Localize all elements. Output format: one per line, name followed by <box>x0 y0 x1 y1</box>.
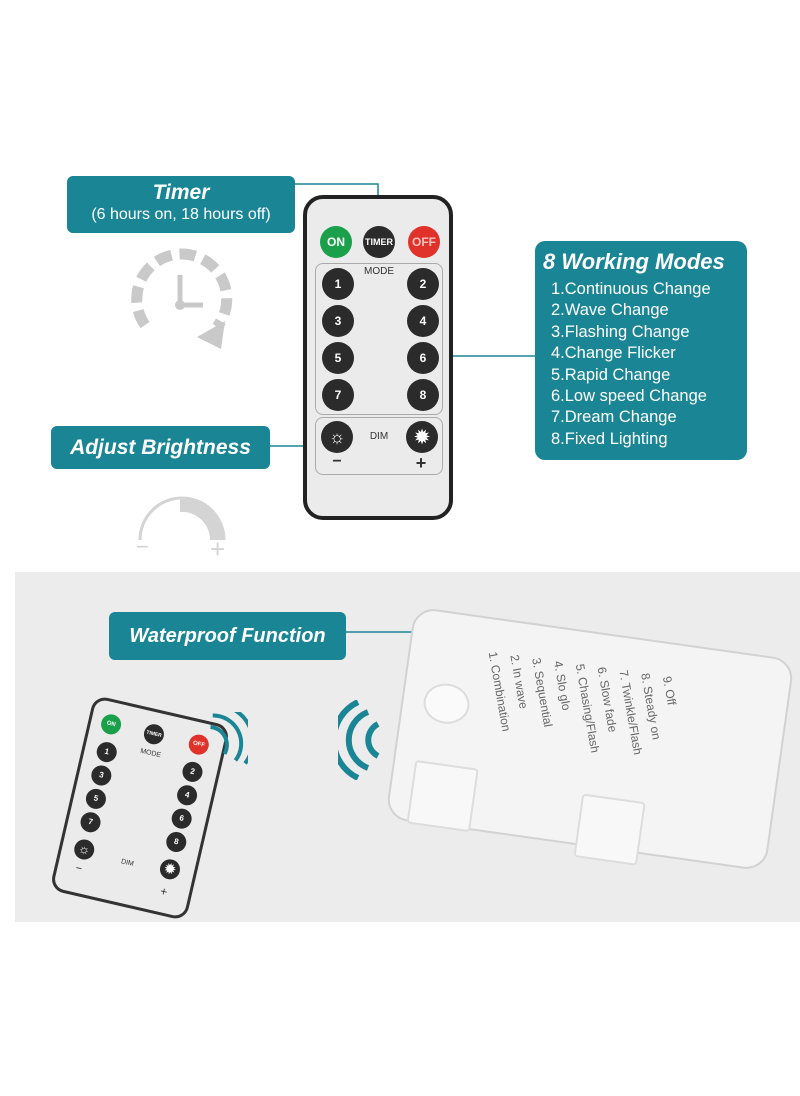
mode-item: 1.Continuous Change <box>551 280 711 298</box>
small-mode-button-2: 2 <box>180 759 205 784</box>
brightness-dial-icon: − + <box>136 496 226 560</box>
wireless-signal-icon <box>338 700 380 780</box>
timer-title: Timer <box>152 181 210 204</box>
small-mode-button-1: 1 <box>94 740 119 765</box>
mode-item: 6.Low speed Change <box>551 387 707 406</box>
dial-minus-label: − <box>136 534 149 559</box>
mode-item: 2.Wave Change <box>551 301 669 320</box>
mode-item: 4.Change Flicker <box>551 344 676 363</box>
box-mode-line: 4. Slo glo <box>551 659 574 712</box>
dim-plus-label: + <box>415 453 427 473</box>
mode-button-7[interactable]: 7 <box>322 379 354 411</box>
small-dim-plus-label: + <box>158 883 169 900</box>
small-mode-button-8: 8 <box>164 830 189 855</box>
sun-filled-icon: ✹ <box>414 427 430 447</box>
box-mode-line: 2. In wave <box>507 653 531 710</box>
small-dim-label: DIM <box>120 858 135 868</box>
on-button[interactable]: ON <box>320 226 352 258</box>
dial-plus-label: + <box>210 534 225 560</box>
mode-item: 7.Dream Change <box>551 408 677 427</box>
mode-item: 8.Fixed Lighting <box>551 429 668 448</box>
small-mode-button-3: 3 <box>89 763 114 788</box>
small-timer-button: TIMER <box>141 722 166 747</box>
mode-button-6[interactable]: 6 <box>407 342 439 374</box>
dim-label: DIM <box>369 431 389 442</box>
waterproof-callout: Waterproof Function <box>109 612 346 660</box>
small-mode-button-6: 6 <box>169 806 194 831</box>
working-modes-callout: 8 Working Modes 1.Continuous Change 2.Wa… <box>535 241 747 460</box>
small-mode-button-5: 5 <box>83 786 108 811</box>
dim-panel <box>315 417 443 475</box>
mode-button-3[interactable]: 3 <box>322 305 354 337</box>
box-mode-line: 6. Slow fade <box>594 665 620 734</box>
mode-label: MODE <box>364 266 394 277</box>
small-mode-button-4: 4 <box>175 783 200 808</box>
small-sun-outline-icon: ☼ <box>72 837 97 862</box>
sun-outline-icon: ☼ <box>328 427 346 447</box>
dim-up-button[interactable]: ✹ <box>406 421 438 453</box>
mode-button-5[interactable]: 5 <box>322 342 354 374</box>
timer-button[interactable]: TIMER <box>363 226 395 258</box>
mode-item: 5.Rapid Change <box>551 365 671 384</box>
mode-button-1[interactable]: 1 <box>322 268 354 300</box>
battery-box-clip-left <box>406 759 479 833</box>
timer-callout: Timer (6 hours on, 18 hours off) <box>67 176 295 233</box>
small-mode-button-7: 7 <box>78 810 103 835</box>
clock-icon <box>131 248 233 349</box>
wireless-signal-icon <box>210 712 248 765</box>
mode-button-4[interactable]: 4 <box>407 305 439 337</box>
small-sun-filled-icon: ✹ <box>157 857 182 882</box>
off-button[interactable]: OFF <box>408 226 440 258</box>
small-mode-label: MODE <box>139 747 162 760</box>
remote-control: ON TIMER OFF MODE 1 2 3 4 5 6 7 8 ☼ ✹ DI… <box>303 195 453 520</box>
mode-button-2[interactable]: 2 <box>407 268 439 300</box>
mode-item: 3.Flashing Change <box>551 322 690 341</box>
timer-subtitle: (6 hours on, 18 hours off) <box>91 206 271 223</box>
small-dim-minus-label: − <box>74 862 84 876</box>
mode-button-8[interactable]: 8 <box>407 379 439 411</box>
battery-box-mode-list: 1. Combination 2. In wave 3. Sequential … <box>479 651 728 832</box>
mode-panel <box>315 263 443 415</box>
battery-box-switch <box>420 680 473 727</box>
dim-minus-label: − <box>332 453 342 470</box>
dim-down-button[interactable]: ☼ <box>321 421 353 453</box>
adjust-brightness-callout: Adjust Brightness <box>51 426 270 469</box>
small-on-button: ON <box>99 712 124 737</box>
working-modes-title: 8 Working Modes <box>543 249 725 274</box>
box-mode-line: 9. Off <box>659 675 679 707</box>
